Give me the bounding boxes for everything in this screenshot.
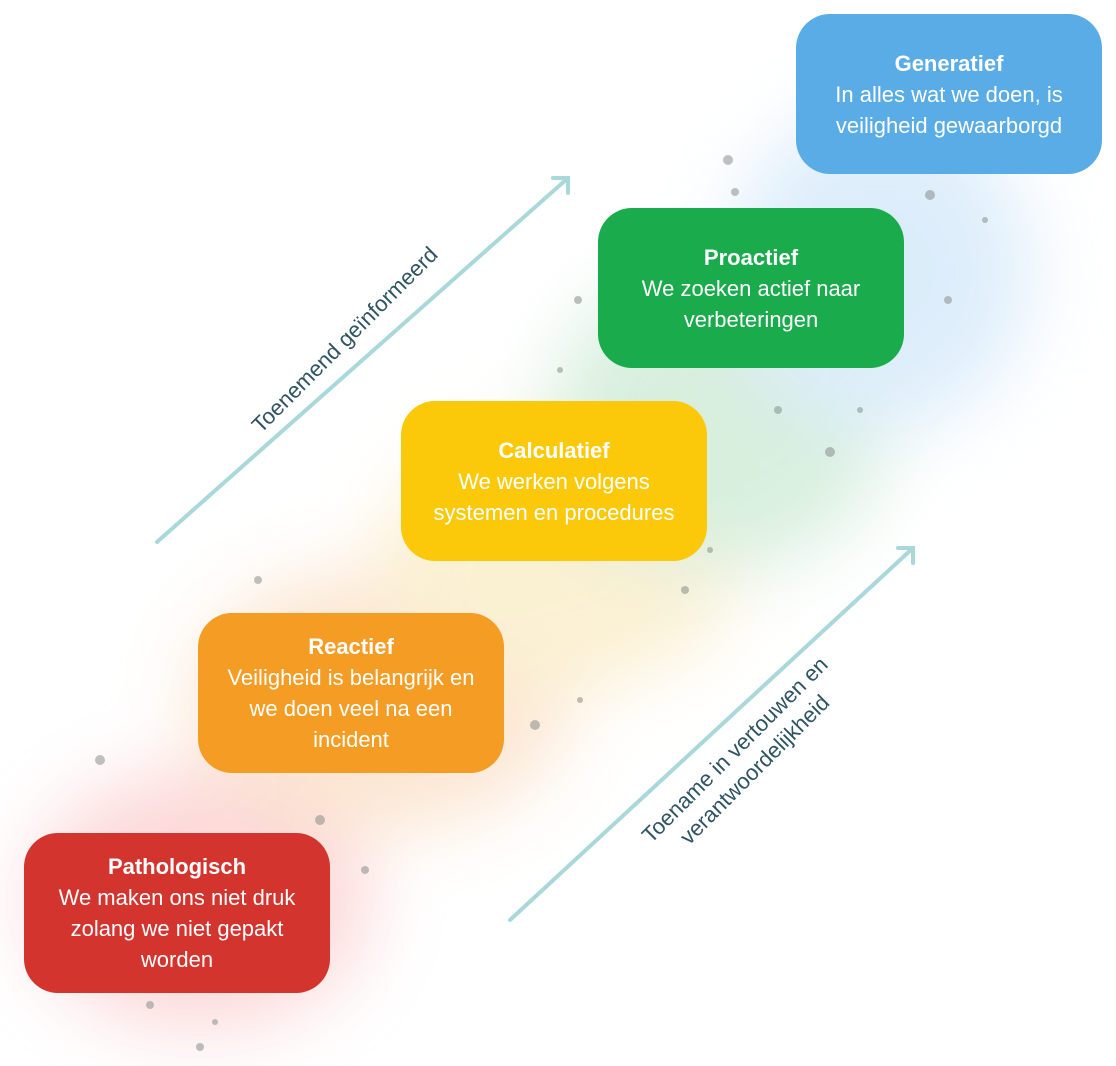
- speckles: [95, 155, 988, 1051]
- stage-box-generatief: Generatief In alles wat we doen, is veil…: [796, 14, 1102, 174]
- stage-title: Generatief: [894, 50, 1004, 76]
- stage-box-calculatief: Calculatief We werken volgens systemen e…: [401, 401, 707, 561]
- stage-desc-line: We maken ons niet druk: [58, 885, 296, 910]
- stage-title: Reactief: [308, 634, 394, 659]
- stage-desc-line: verbeteringen: [683, 306, 819, 332]
- stage-title: Calculatief: [498, 437, 610, 463]
- stage-desc-line: Veiligheid is belangrijk en: [227, 665, 475, 690]
- stage-desc-line: veiligheid gewaarborgd: [835, 112, 1063, 138]
- arrow-right: [508, 546, 915, 922]
- stage-desc-line: we doen veel na een: [249, 696, 453, 721]
- stage-desc-line: systemen en procedures: [433, 499, 675, 525]
- stage-desc-line: zolang we niet gepakt: [70, 916, 284, 941]
- stage-desc-line: In alles wat we doen, is: [835, 81, 1063, 107]
- stage-desc-line: incident: [313, 727, 389, 752]
- stage-desc-line: worden: [140, 947, 214, 972]
- stage-desc-line: We werken volgens: [458, 468, 650, 494]
- stage-box-reactief: Reactief Veiligheid is belangrijk en we …: [198, 613, 504, 773]
- stage-desc-line: We zoeken actief naar: [641, 275, 861, 301]
- stage-box-proactief: Proactief We zoeken actief naar verbeter…: [598, 208, 904, 368]
- arrow-left: [155, 176, 570, 544]
- stage-title: Pathologisch: [107, 854, 247, 879]
- stage-title: Proactief: [703, 244, 799, 270]
- stage-box-pathologisch: Pathologisch We maken ons niet druk zola…: [24, 833, 330, 993]
